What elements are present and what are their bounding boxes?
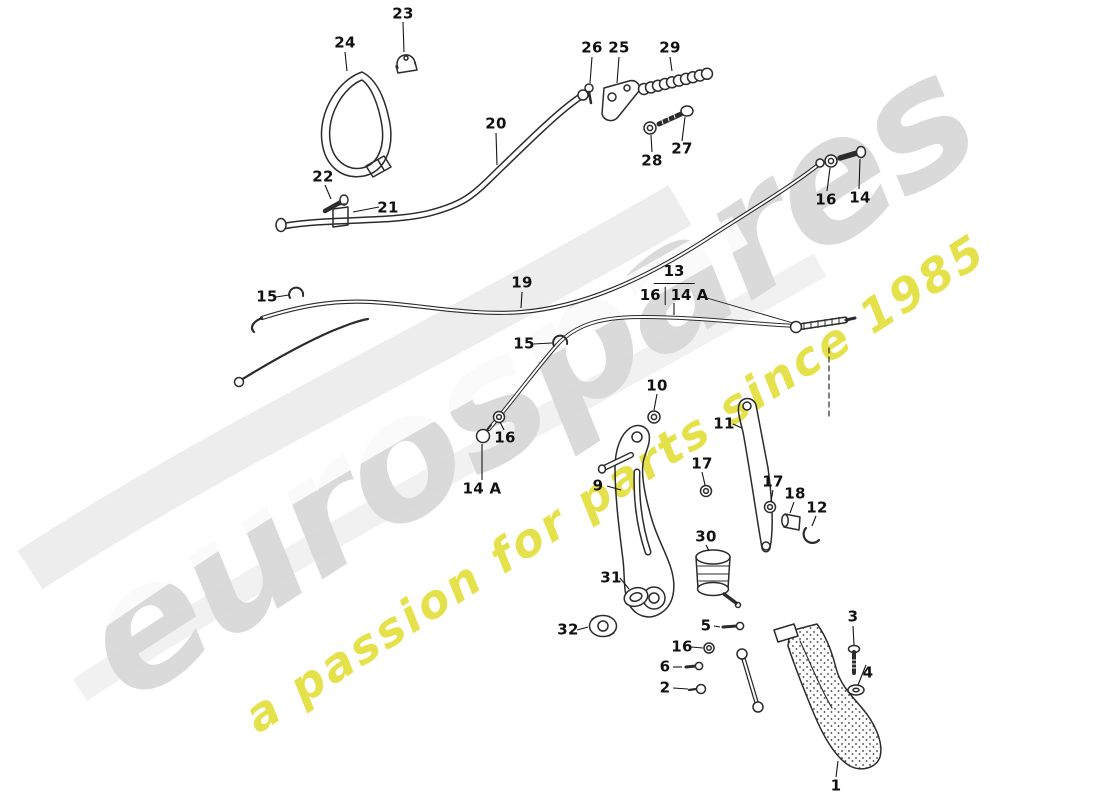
part-label-30: 30 bbox=[695, 527, 717, 546]
part-label-12: 12 bbox=[806, 498, 828, 517]
part-label-18: 18 bbox=[784, 484, 806, 503]
part-32-nut bbox=[588, 614, 618, 638]
part-label-19: 19 bbox=[511, 273, 533, 292]
part-2-ball-stud bbox=[687, 683, 707, 695]
part-label-23: 23 bbox=[392, 4, 414, 23]
part-6-bolt bbox=[684, 661, 704, 671]
part-31-gasket bbox=[623, 586, 649, 608]
part-label-6: 6 bbox=[659, 657, 671, 676]
part-label-29: 29 bbox=[659, 38, 681, 57]
watermark-swoosh bbox=[50, 216, 748, 653]
part-29-corrugated-sleeve bbox=[637, 67, 714, 96]
part-19-cable bbox=[250, 158, 825, 334]
part-label-16: 16 bbox=[815, 190, 837, 209]
part-15-clip-mid bbox=[552, 334, 569, 347]
part-18-spacer bbox=[781, 513, 801, 531]
accelerator-cable bbox=[475, 315, 857, 444]
part-15-clip-left bbox=[288, 286, 305, 299]
part-14a-ball-socket bbox=[475, 428, 491, 444]
part-9-lever bbox=[597, 424, 675, 618]
part-10-nut bbox=[647, 410, 661, 424]
pushrod bbox=[736, 648, 764, 713]
part-label-16: 16 bbox=[494, 428, 516, 447]
part-label-3: 3 bbox=[847, 607, 859, 626]
part-label-5: 5 bbox=[700, 616, 712, 635]
part-27-bolt bbox=[656, 105, 694, 127]
part-16-nut-bottom bbox=[703, 642, 715, 654]
part-label-1: 1 bbox=[830, 776, 842, 795]
part-label-9: 9 bbox=[592, 476, 604, 495]
part-label-2: 2 bbox=[659, 678, 671, 697]
part-label-14a: 14 A bbox=[462, 479, 502, 498]
part-label-31: 31 bbox=[600, 568, 622, 587]
part-5-screw bbox=[721, 621, 745, 631]
part-label-24: 24 bbox=[334, 33, 356, 52]
part-label-28: 28 bbox=[641, 151, 663, 170]
part-label-22: 22 bbox=[312, 167, 334, 186]
part-24-loop bbox=[320, 71, 392, 178]
part-3-bolt bbox=[847, 644, 861, 675]
part-label-4: 4 bbox=[862, 663, 874, 682]
part-23-clamp bbox=[395, 54, 418, 74]
part-label-14: 14 bbox=[849, 188, 871, 207]
part-label-14a-grouped: 14 A bbox=[664, 286, 708, 305]
part-label-group-13: 13 16 14 A bbox=[639, 262, 708, 305]
part-label-25: 25 bbox=[608, 38, 630, 57]
part-label-21: 21 bbox=[377, 198, 399, 217]
part-28-nut bbox=[643, 121, 657, 135]
part-12-clip bbox=[802, 526, 821, 544]
cable-ball-end-left bbox=[233, 317, 370, 388]
part-label-16-grouped: 16 bbox=[639, 286, 661, 305]
part-4-washer bbox=[847, 684, 865, 696]
part-25-bracket bbox=[584, 79, 641, 122]
part-22-screw bbox=[322, 194, 349, 214]
part-30-switch bbox=[695, 549, 742, 609]
part-label-32: 32 bbox=[557, 620, 579, 639]
part-label-26: 26 bbox=[581, 38, 603, 57]
part-label-10: 10 bbox=[646, 376, 668, 395]
part-16-washer-top bbox=[824, 154, 838, 168]
part-label-16: 16 bbox=[671, 637, 693, 656]
part-label-17: 17 bbox=[762, 472, 784, 491]
part-label-20: 20 bbox=[485, 114, 507, 133]
part-label-11: 11 bbox=[713, 414, 735, 433]
part-20-tube bbox=[275, 89, 589, 233]
part-16-nut-mid bbox=[492, 410, 506, 424]
part-label-15: 15 bbox=[513, 334, 535, 353]
background-swoosh bbox=[17, 185, 827, 701]
part-11-lever bbox=[737, 397, 773, 553]
part-label-13: 13 bbox=[653, 262, 695, 285]
part-14-bolt-top bbox=[837, 145, 867, 161]
part-17-bushing-right bbox=[763, 500, 777, 514]
part-1-pedal bbox=[773, 623, 882, 770]
part-label-27: 27 bbox=[671, 139, 693, 158]
part-label-15: 15 bbox=[256, 287, 278, 306]
watermark-brand: eurospares bbox=[44, 18, 1008, 739]
leader-lines bbox=[275, 21, 867, 778]
diagram-parts bbox=[233, 54, 882, 770]
part-17-bushing-left bbox=[699, 484, 713, 498]
part-label-17: 17 bbox=[691, 454, 713, 473]
